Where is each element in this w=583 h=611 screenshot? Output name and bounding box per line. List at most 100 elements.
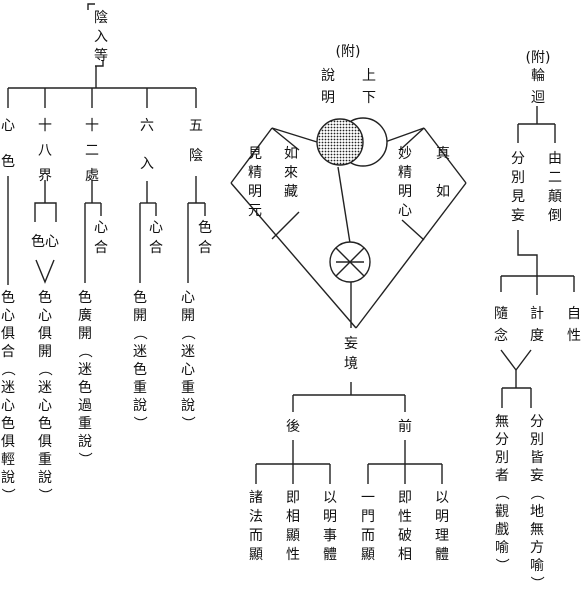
svg-text:色: 色 bbox=[1, 153, 15, 170]
svg-text:明: 明 bbox=[398, 184, 412, 200]
svg-text:如: 如 bbox=[436, 184, 450, 200]
svg-text:由: 由 bbox=[548, 151, 562, 167]
svg-text:性: 性 bbox=[286, 547, 300, 563]
svg-text:如: 如 bbox=[284, 146, 298, 162]
svg-text:處: 處 bbox=[85, 168, 99, 184]
texts-layer: 陰入等心色色心俱合（迷心色俱輕說）十八界色心俱開（迷心色俱重說）十二處色廣開（迷… bbox=[0, 10, 581, 590]
svg-text:精: 精 bbox=[398, 165, 412, 181]
svg-text:藏: 藏 bbox=[284, 184, 298, 200]
right-root: 輪迴 bbox=[531, 67, 545, 106]
svg-text:色: 色 bbox=[78, 289, 92, 306]
middle-header-1: 說明 bbox=[321, 67, 335, 106]
svg-text:）: ） bbox=[131, 416, 147, 430]
svg-text:明: 明 bbox=[323, 509, 337, 525]
svg-text:方: 方 bbox=[530, 540, 544, 556]
right-annotation: (附) bbox=[526, 50, 551, 66]
middle-left-inner: 如來藏 bbox=[284, 146, 298, 200]
svg-text:重: 重 bbox=[133, 380, 147, 396]
svg-text:說: 說 bbox=[1, 469, 15, 486]
svg-text:別: 別 bbox=[511, 170, 525, 186]
svg-text:皆: 皆 bbox=[530, 450, 544, 466]
svg-text:俱: 俱 bbox=[38, 326, 52, 342]
right-level2-1: 隨念 bbox=[494, 306, 508, 344]
svg-text:）: ） bbox=[36, 488, 52, 502]
svg-text:心: 心 bbox=[38, 308, 52, 324]
svg-text:分: 分 bbox=[530, 414, 544, 430]
svg-text:喻: 喻 bbox=[530, 558, 544, 574]
svg-text:二: 二 bbox=[85, 143, 99, 159]
svg-text:妄: 妄 bbox=[530, 468, 544, 484]
svg-text:色: 色 bbox=[133, 361, 147, 378]
middle-diagram-lines bbox=[230, 127, 467, 484]
left-root-label: 陰入等 bbox=[94, 10, 108, 64]
svg-text:）: ） bbox=[179, 416, 195, 430]
svg-text:迷: 迷 bbox=[38, 380, 52, 396]
svg-text:入: 入 bbox=[140, 156, 154, 172]
middle-right-outer: 真如 bbox=[436, 146, 450, 200]
svg-text:開: 開 bbox=[78, 326, 92, 342]
svg-text:無: 無 bbox=[530, 522, 544, 538]
svg-text:開: 開 bbox=[181, 308, 195, 324]
middle-center: 妄境 bbox=[344, 336, 358, 372]
svg-text:妄: 妄 bbox=[511, 208, 525, 224]
svg-text:（: （ bbox=[179, 326, 195, 340]
svg-text:俱: 俱 bbox=[1, 434, 15, 450]
svg-text:真: 真 bbox=[436, 146, 450, 162]
svg-text:合: 合 bbox=[94, 240, 108, 256]
svg-text:心: 心 bbox=[181, 362, 195, 378]
svg-text:妄: 妄 bbox=[344, 336, 358, 352]
svg-text:觀: 觀 bbox=[495, 504, 509, 520]
svg-text:重: 重 bbox=[38, 452, 52, 468]
svg-text:戲: 戲 bbox=[495, 522, 509, 538]
svg-text:八: 八 bbox=[38, 143, 52, 159]
svg-text:計: 計 bbox=[530, 306, 544, 322]
left-branch-1: 心色 bbox=[1, 118, 15, 170]
svg-text:下: 下 bbox=[362, 90, 376, 106]
svg-text:陰: 陰 bbox=[189, 148, 203, 164]
svg-text:而: 而 bbox=[361, 528, 375, 544]
left-branch-4: 六入 bbox=[140, 118, 154, 172]
svg-text:六: 六 bbox=[140, 118, 154, 134]
svg-text:心: 心 bbox=[94, 220, 108, 236]
svg-text:說: 說 bbox=[133, 397, 147, 414]
svg-text:破: 破 bbox=[398, 528, 412, 544]
wheel-circle bbox=[329, 241, 371, 283]
svg-text:隨: 隨 bbox=[494, 306, 508, 322]
svg-text:事: 事 bbox=[323, 528, 337, 544]
svg-text:見: 見 bbox=[511, 189, 525, 205]
svg-text:倒: 倒 bbox=[548, 208, 562, 224]
front-label: 前 bbox=[398, 418, 412, 435]
svg-text:元: 元 bbox=[248, 203, 262, 219]
svg-text:（: （ bbox=[0, 362, 15, 376]
svg-text:合: 合 bbox=[149, 240, 163, 256]
svg-text:說: 說 bbox=[181, 397, 195, 414]
svg-text:說: 說 bbox=[321, 67, 335, 84]
svg-text:別: 別 bbox=[495, 450, 509, 466]
svg-text:）: ） bbox=[528, 576, 544, 590]
left-sub-2-text: 色心 bbox=[31, 233, 59, 250]
svg-text:體: 體 bbox=[323, 547, 337, 563]
svg-text:即: 即 bbox=[286, 490, 300, 506]
svg-text:俱: 俱 bbox=[1, 326, 15, 342]
right-level2-3: 自性 bbox=[567, 306, 581, 344]
svg-text:顯: 顯 bbox=[249, 547, 263, 563]
svg-text:即: 即 bbox=[398, 490, 412, 506]
svg-text:十: 十 bbox=[38, 118, 52, 134]
svg-text:別: 別 bbox=[530, 432, 544, 448]
svg-text:廣: 廣 bbox=[78, 307, 92, 324]
svg-text:妙: 妙 bbox=[398, 146, 412, 162]
svg-text:諸: 諸 bbox=[249, 490, 263, 506]
svg-text:五: 五 bbox=[189, 118, 203, 134]
svg-text:顯: 顯 bbox=[286, 528, 300, 544]
svg-text:門: 門 bbox=[361, 509, 375, 525]
